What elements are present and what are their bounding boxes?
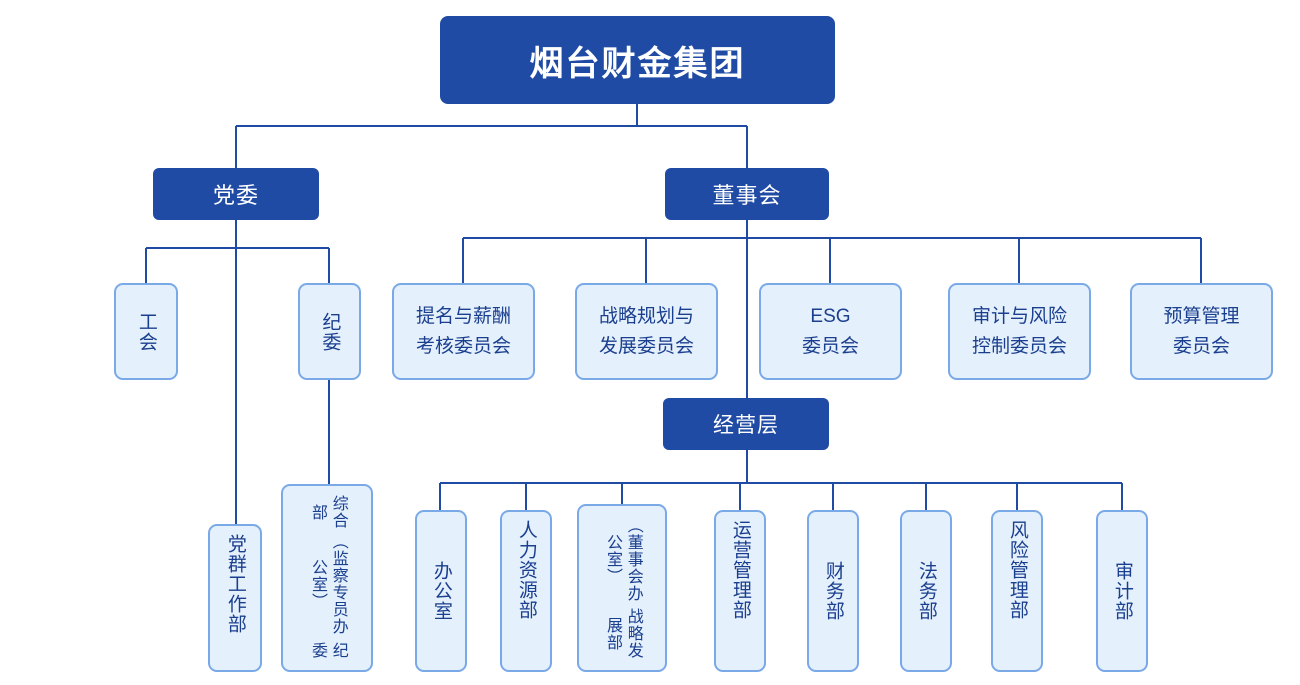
dept-column-1: （董事会办公室） — [604, 517, 642, 603]
dept-column-2: （监察专员办公室） — [309, 533, 347, 635]
node-management-level[interactable]: 经营层 — [663, 398, 829, 450]
node-party-committee-label: 党委 — [212, 183, 259, 208]
node-dept-audit[interactable]: 审计部 — [1096, 510, 1148, 672]
dept-column-2: 战略发展部 — [604, 608, 642, 660]
node-dept-legal-affairs[interactable]: 法务部 — [900, 510, 952, 672]
node-committee-audit-risk-control[interactable]: 审计与风险 控制委员会 — [948, 283, 1091, 380]
node-dept-party-mass-work[interactable]: 党群工作部 — [208, 524, 262, 672]
committee-line-1: ESG — [810, 306, 851, 328]
node-dept-finance[interactable]: 财务部 — [807, 510, 859, 672]
committee-line-2: 考核委员会 — [415, 335, 511, 357]
node-dept-general-office-supervision[interactable]: 综合部 （监察专员办公室） 纪委 — [281, 484, 373, 672]
node-dept-risk-management-label: 风险管理部 — [1006, 520, 1028, 620]
node-dept-risk-management[interactable]: 风险管理部 — [991, 510, 1043, 672]
node-management-level-label: 经营层 — [713, 414, 779, 437]
node-dept-office[interactable]: 办公室 — [415, 510, 467, 672]
node-root-label: 烟台财金集团 — [529, 44, 746, 83]
committee-line-1: 提名与薪酬 — [415, 306, 511, 328]
node-dept-human-resources[interactable]: 人力资源部 — [500, 510, 552, 672]
committee-line-2: 发展委员会 — [598, 335, 694, 357]
node-dept-operations-management[interactable]: 运营管理部 — [714, 510, 766, 672]
node-dept-finance-label: 财务部 — [822, 561, 844, 621]
committee-line-2: 委员会 — [1172, 335, 1230, 357]
node-dept-audit-label: 审计部 — [1111, 561, 1133, 621]
node-root[interactable]: 烟台财金集团 — [440, 16, 835, 104]
node-committee-nomination-compensation[interactable]: 提名与薪酬 考核委员会 — [392, 283, 535, 380]
committee-line-2: 控制委员会 — [971, 335, 1067, 357]
node-committee-budget-management[interactable]: 预算管理 委员会 — [1130, 283, 1273, 380]
committee-line-1: 审计与风险 — [971, 306, 1067, 328]
node-committee-strategy-development[interactable]: 战略规划与 发展委员会 — [575, 283, 718, 380]
node-board-of-directors-label: 董事会 — [712, 183, 782, 208]
node-dept-human-resources-label: 人力资源部 — [515, 520, 537, 620]
node-discipline-committee[interactable]: 纪委 — [298, 283, 361, 380]
node-labor-union-label: 工会 — [135, 311, 157, 352]
node-dept-strategy-development-board-office[interactable]: （董事会办公室） 战略发展部 — [577, 504, 667, 672]
node-board-of-directors[interactable]: 董事会 — [665, 168, 829, 220]
node-dept-legal-affairs-label: 法务部 — [915, 561, 937, 621]
node-dept-operations-management-label: 运营管理部 — [729, 520, 751, 620]
vertical-columns: 综合部 （监察专员办公室） 纪委 — [306, 494, 348, 662]
committee-line-1: 预算管理 — [1163, 306, 1240, 328]
node-dept-office-label: 办公室 — [430, 561, 452, 621]
vertical-columns: （董事会办公室） 战略发展部 — [601, 514, 643, 662]
committee-line-1: 战略规划与 — [598, 306, 694, 328]
node-party-committee[interactable]: 党委 — [153, 168, 319, 220]
committee-line-2: 委员会 — [801, 335, 859, 357]
node-labor-union[interactable]: 工会 — [114, 283, 178, 380]
node-dept-party-mass-work-label: 党群工作部 — [224, 534, 246, 634]
node-committee-esg[interactable]: ESG 委员会 — [759, 283, 902, 380]
dept-column-1: 综合部 — [309, 495, 347, 529]
node-discipline-committee-label: 纪委 — [319, 311, 341, 352]
dept-column-3: 纪委 — [309, 641, 347, 659]
